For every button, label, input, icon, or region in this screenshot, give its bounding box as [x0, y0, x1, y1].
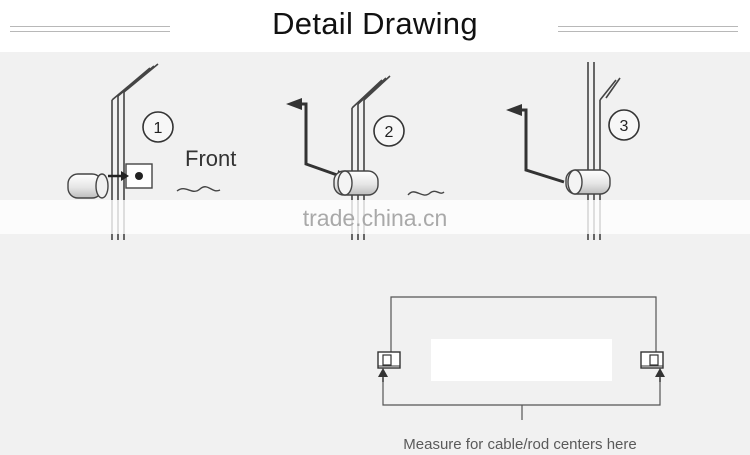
- header-rule-right-lower: [558, 31, 738, 32]
- step-3-illustration: 3: [506, 62, 640, 240]
- watermark-band: [0, 200, 750, 234]
- step-1-number: 1: [154, 120, 163, 137]
- step-2-number: 2: [385, 124, 394, 141]
- barrel-cap-icon: [333, 170, 379, 196]
- arrowhead-icon: [378, 368, 388, 377]
- page-title: Detail Drawing: [272, 6, 478, 41]
- barrel-cap-icon: [565, 169, 611, 195]
- front-pointer-icon: [176, 186, 221, 192]
- header-bar: Detail Drawing: [0, 0, 750, 52]
- mounting-bracket-icon: [125, 163, 153, 189]
- step-2-illustration: 2: [286, 75, 445, 240]
- hex-key-icon: [286, 98, 350, 182]
- measurement-frame: [377, 296, 665, 420]
- header-rule-left-lower: [10, 31, 170, 32]
- arrowhead-icon: [655, 368, 665, 377]
- hex-key-icon: [506, 104, 565, 184]
- measure-caption: Measure for cable/rod centers here: [403, 436, 637, 453]
- step-3-number: 3: [620, 118, 629, 135]
- front-label: Front: [185, 146, 236, 171]
- arrowhead-icon: [121, 171, 129, 181]
- glass-panel-placeholder: [431, 339, 612, 381]
- frame-top-line: [390, 296, 657, 352]
- header-rule-right: [558, 26, 738, 27]
- watermark-text: trade.china.cn: [302, 205, 448, 231]
- step-2-badge: [373, 115, 405, 147]
- left-clamp-icon: [377, 351, 401, 369]
- step-3-badge: [608, 109, 640, 141]
- barrel-cap-icon: [67, 173, 109, 199]
- header-rule-left: [10, 26, 170, 27]
- right-clamp-icon: [640, 351, 664, 369]
- frame-bottom-line: [382, 378, 661, 406]
- step-1-badge: [142, 111, 174, 143]
- front-pointer-icon: [407, 190, 445, 196]
